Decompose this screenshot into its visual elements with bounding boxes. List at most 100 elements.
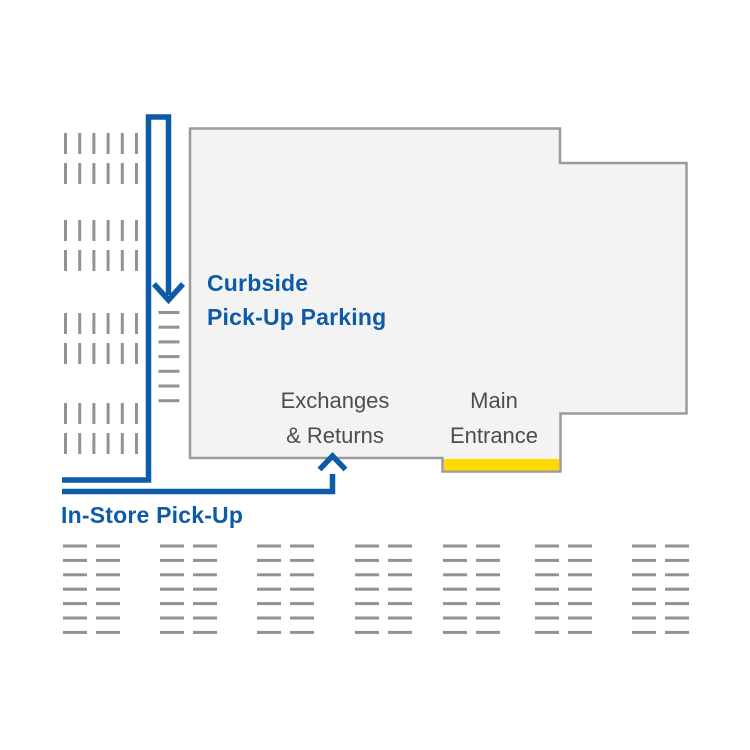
parking-space-marker	[665, 630, 689, 634]
parking-space-marker	[568, 602, 592, 606]
parking-space-marker	[193, 558, 217, 562]
parking-space-marker	[355, 602, 379, 606]
parking-space-marker	[120, 133, 124, 154]
parking-space-marker	[92, 133, 96, 154]
parking-space-marker	[92, 433, 96, 454]
parking-space-marker	[63, 558, 87, 562]
parking-space-marker	[120, 220, 124, 241]
parking-space-marker	[135, 313, 138, 334]
parking-space-marker	[290, 602, 314, 606]
parking-space-marker	[158, 384, 180, 388]
parking-space-marker	[535, 630, 559, 634]
parking-space-marker	[106, 163, 110, 184]
parking-space-marker	[443, 630, 467, 634]
parking-space-marker	[120, 433, 124, 454]
parking-space-marker	[443, 573, 467, 577]
curbside-parking-spot-markers	[158, 311, 180, 403]
parking-space-marker	[135, 220, 138, 241]
parking-space-marker	[632, 602, 656, 606]
parking-space-marker	[476, 587, 500, 591]
parking-space-marker	[106, 403, 110, 424]
parking-space-marker	[476, 558, 500, 562]
parking-space-marker	[92, 403, 96, 424]
parking-space-marker	[158, 355, 180, 359]
parking-space-marker	[568, 616, 592, 620]
parking-space-marker	[665, 587, 689, 591]
parking-space-marker	[106, 133, 110, 154]
parking-space-marker	[443, 544, 467, 548]
parking-space-marker	[535, 587, 559, 591]
parking-space-marker	[257, 616, 281, 620]
parking-space-marker	[535, 616, 559, 620]
parking-space-marker	[257, 544, 281, 548]
parking-space-marker	[96, 616, 120, 620]
curbside-pickup-label: Curbside Pick-Up Parking	[207, 266, 386, 334]
parking-space-marker	[96, 587, 120, 591]
instore-pickup-label: In-Store Pick-Up	[61, 502, 244, 528]
parking-space-marker	[92, 163, 96, 184]
parking-space-marker	[160, 630, 184, 634]
parking-space-marker	[290, 558, 314, 562]
parking-space-marker	[568, 558, 592, 562]
parking-space-marker	[106, 433, 110, 454]
parking-space-marker	[568, 587, 592, 591]
parking-space-marker	[535, 544, 559, 548]
parking-space-marker	[64, 133, 67, 154]
parking-space-marker	[632, 587, 656, 591]
store-building-outline	[188, 127, 688, 473]
parking-space-marker	[632, 558, 656, 562]
parking-space-marker	[290, 587, 314, 591]
parking-space-marker	[158, 311, 180, 314]
parking-space-marker	[443, 587, 467, 591]
parking-space-marker	[160, 558, 184, 562]
main-entrance-marker	[444, 459, 559, 471]
exchanges-returns-label-line2: & Returns	[286, 423, 384, 448]
parking-space-marker	[665, 602, 689, 606]
parking-space-marker	[355, 558, 379, 562]
parking-space-marker	[665, 616, 689, 620]
parking-space-marker	[355, 573, 379, 577]
parking-space-marker	[120, 163, 124, 184]
parking-space-marker	[257, 573, 281, 577]
parking-space-marker	[355, 630, 379, 634]
curbside-pickup-label-line1: Curbside	[207, 270, 309, 296]
parking-space-marker	[64, 403, 67, 424]
parking-space-marker	[135, 343, 138, 364]
left-parking-lot-markers	[64, 133, 138, 454]
parking-space-marker	[388, 630, 412, 634]
parking-space-marker	[63, 587, 87, 591]
parking-space-marker	[388, 573, 412, 577]
curbside-route-arrow	[62, 114, 186, 483]
parking-space-marker	[120, 343, 124, 364]
parking-space-marker	[78, 250, 82, 271]
parking-space-marker	[476, 616, 500, 620]
parking-space-marker	[193, 616, 217, 620]
parking-space-marker	[476, 544, 500, 548]
parking-space-marker	[78, 313, 82, 334]
main-entrance-label-line1: Main	[470, 388, 518, 413]
parking-space-marker	[96, 558, 120, 562]
parking-space-marker	[160, 573, 184, 577]
parking-space-marker	[443, 558, 467, 562]
parking-space-marker	[568, 544, 592, 548]
parking-space-marker	[355, 587, 379, 591]
parking-space-marker	[443, 602, 467, 606]
parking-space-marker	[443, 616, 467, 620]
parking-space-marker	[92, 250, 96, 271]
instore-route-arrow	[62, 452, 348, 495]
parking-space-marker	[388, 616, 412, 620]
parking-space-marker	[257, 558, 281, 562]
parking-space-marker	[64, 343, 67, 364]
parking-space-marker	[106, 343, 110, 364]
parking-space-marker	[92, 343, 96, 364]
parking-space-marker	[632, 616, 656, 620]
instore-route-line	[62, 474, 336, 495]
parking-space-marker	[63, 630, 87, 634]
parking-space-marker	[64, 250, 67, 271]
parking-space-marker	[135, 250, 138, 271]
parking-space-marker	[96, 630, 120, 634]
parking-space-marker	[64, 163, 67, 184]
parking-space-marker	[476, 630, 500, 634]
